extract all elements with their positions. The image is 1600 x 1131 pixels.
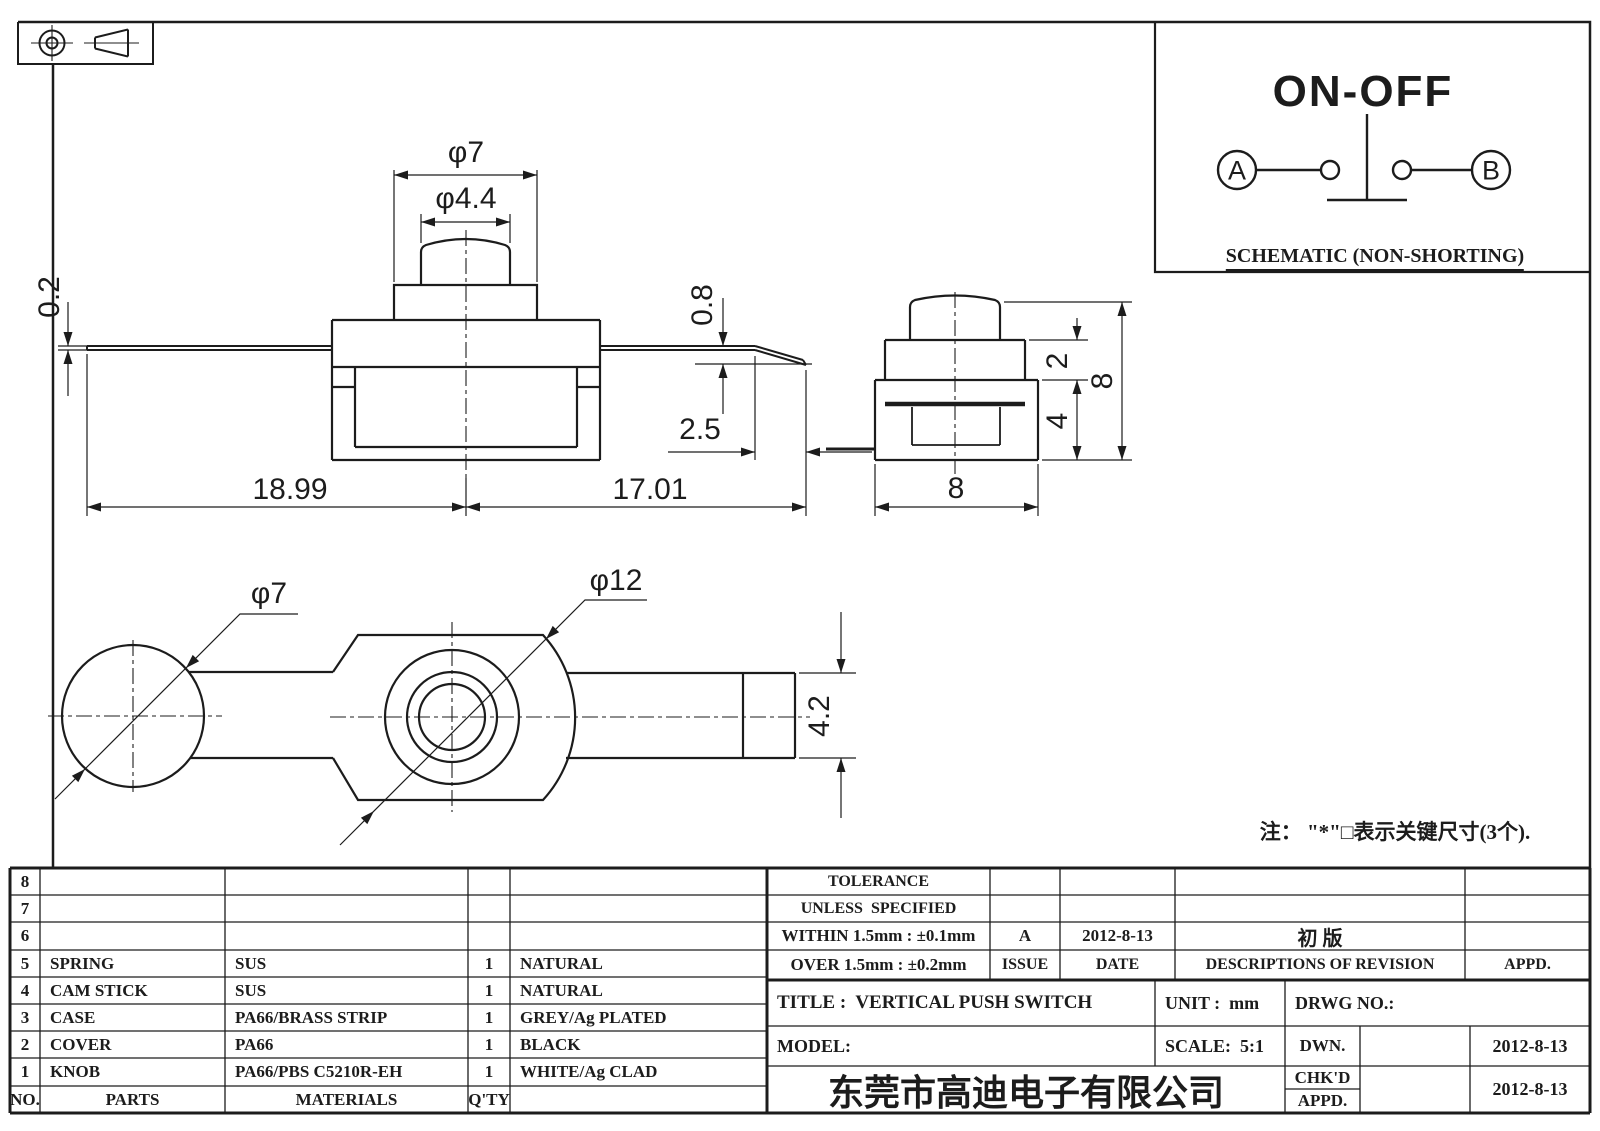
part-row-material: PA66/PBS C5210R-EH [235, 1062, 403, 1081]
part-row-material: SUS [235, 953, 267, 973]
dim-right-lead-length: 17.01 [612, 473, 688, 506]
tolerance-title: TOLERANCE [827, 872, 930, 890]
date-label: DATE [1095, 956, 1140, 973]
part-row-no: 6 [20, 926, 30, 945]
revision-description: 初 版 [1297, 927, 1343, 950]
side-view [826, 294, 1040, 462]
projection-symbol [31, 25, 139, 61]
part-row-finish: NATURAL [520, 980, 603, 1000]
dim-cover-height: 2 [1041, 352, 1074, 370]
part-row-material: PA66/BRASS STRIP [235, 1007, 388, 1027]
part-row-no: 1 [20, 1062, 30, 1081]
approved-label: APPD. [1297, 1091, 1348, 1110]
sheet-frame [18, 20, 1592, 1113]
part-row-no: 5 [20, 953, 30, 973]
tolerance-subtitle: UNLESS SPECIFIED [800, 899, 957, 917]
table-grid-thick [8, 866, 1592, 1115]
table-grid-thin [10, 868, 1590, 1113]
dim-ball-diameter: φ7 [250, 577, 288, 610]
terminal-a-label: A [1227, 155, 1247, 186]
dim-knob-diameter: φ7 [447, 136, 485, 169]
dim-case-height: 4 [1041, 412, 1074, 430]
part-row-no: 7 [20, 898, 30, 918]
issue-label: ISSUE [1001, 956, 1049, 973]
key-dimension-note: 注： "*"□表示关键尺寸(3个). [1259, 820, 1531, 844]
checked-date: 2012-8-13 [1492, 1079, 1568, 1099]
part-row-no: 3 [20, 1007, 30, 1027]
drawing-number-label: DRWG NO.: [1295, 992, 1395, 1013]
issue-date-value: 2012-8-13 [1082, 926, 1153, 945]
part-row-no: 8 [20, 871, 30, 891]
part-row-qty: 1 [484, 1034, 494, 1054]
schematic-title: ON-OFF [1272, 67, 1454, 116]
dim-arm-height: 4.2 [803, 695, 836, 737]
dim-total-height: 8 [1086, 372, 1119, 390]
part-row-finish: WHITE/Ag CLAD [520, 1062, 658, 1081]
part-row-material: SUS [235, 980, 267, 1000]
schematic-box [1153, 22, 1590, 274]
part-row-name: CASE [50, 1007, 96, 1027]
parts-header-no: NO. [10, 1089, 40, 1109]
dimension-arrowheads [63, 170, 1127, 825]
part-row-name: COVER [50, 1034, 112, 1054]
parts-header-materials: MATERIALS [295, 1089, 398, 1109]
part-row-qty: 1 [484, 980, 494, 1000]
unit-value: UNIT : mm [1165, 992, 1260, 1013]
drawn-date: 2012-8-13 [1492, 1035, 1568, 1056]
part-row-material: PA66 [235, 1034, 274, 1054]
dim-cap-diameter: φ4.4 [435, 182, 497, 215]
part-row-qty: 1 [484, 1007, 494, 1027]
part-row-no: 4 [20, 980, 30, 1000]
drawn-label: DWN. [1299, 1036, 1346, 1055]
tolerance-within: WITHIN 1.5mm : ±0.1mm [781, 926, 976, 945]
issue-value: A [1018, 926, 1032, 945]
part-row-finish: GREY/Ag PLATED [520, 1007, 667, 1027]
parts-header-qty: Q'TY [468, 1089, 510, 1109]
drawing-title: TITLE : VERTICAL PUSH SWITCH [777, 992, 1093, 1013]
centerlines [48, 230, 956, 812]
dimension-lines [54, 170, 1132, 846]
part-row-name: KNOB [50, 1062, 101, 1081]
tolerance-over: OVER 1.5mm : ±0.2mm [790, 955, 967, 974]
schematic-caption: SCHEMATIC (NON-SHORTING) [1225, 245, 1525, 271]
scale-value: SCALE: 5:1 [1165, 1035, 1265, 1056]
dim-bend-run: 2.5 [679, 413, 721, 446]
terminal-b-label: B [1481, 155, 1501, 186]
schematic-symbol [1216, 114, 1512, 202]
dim-hub-diameter: φ12 [589, 564, 643, 597]
appd-column-label: APPD. [1504, 956, 1551, 973]
model-label: MODEL: [777, 1035, 851, 1056]
dim-lead-thickness: 0.2 [33, 276, 66, 318]
part-row-qty: 1 [484, 953, 494, 973]
part-row-finish: NATURAL [520, 953, 603, 973]
company-name: 东莞市高迪电子有限公司 [827, 1071, 1224, 1113]
revision-label: DESCRIPTIONS OF REVISION [1205, 956, 1435, 973]
part-row-no: 2 [20, 1034, 30, 1054]
part-row-name: SPRING [50, 953, 115, 973]
part-row-qty: 1 [484, 1062, 494, 1081]
dim-bend-drop: 0.8 [686, 284, 719, 326]
part-row-name: CAM STICK [50, 980, 148, 1000]
dim-left-lead-length: 18.99 [252, 473, 328, 506]
part-row-finish: BLACK [520, 1034, 581, 1054]
projection-symbol-box [17, 22, 154, 65]
parts-header-name: PARTS [105, 1089, 160, 1109]
dim-body-width: 8 [947, 472, 965, 505]
checked-label: CHK'D [1294, 1067, 1351, 1087]
